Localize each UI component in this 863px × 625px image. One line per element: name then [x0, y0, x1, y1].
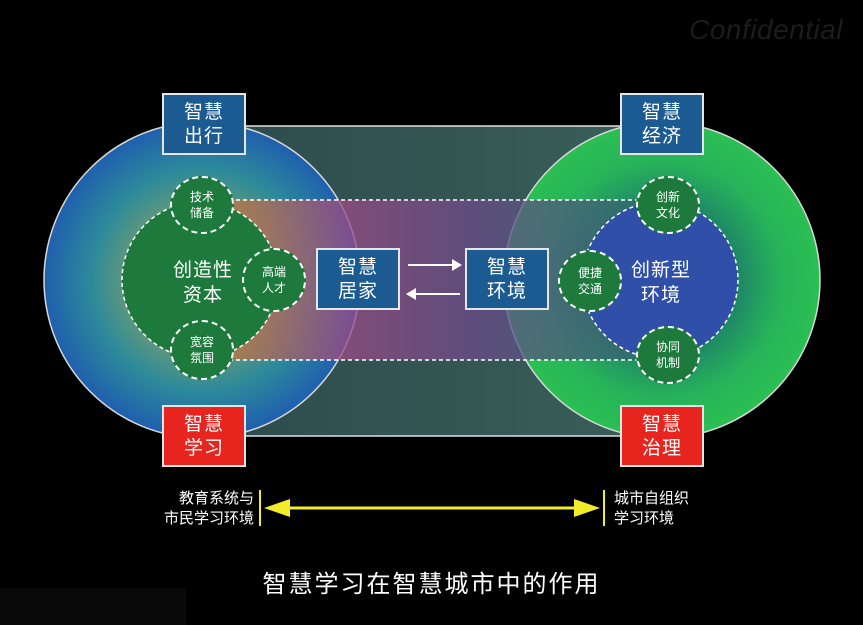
box-smart-learning: 智慧 学习	[162, 405, 246, 467]
node-label: 便捷	[577, 266, 602, 280]
node-label: 储备	[189, 206, 214, 220]
box-smart-home: 智慧 居家	[316, 248, 400, 310]
node-label: 协同	[655, 340, 680, 354]
spectrum-arrow-left-head	[264, 499, 290, 517]
right-core-label: 创新型 环境	[616, 258, 706, 308]
spectrum-label-line: 市民学习环境	[163, 509, 254, 527]
box-label: 智慧	[641, 101, 682, 123]
core-label-line: 创造性	[172, 259, 233, 281]
core-label-line: 创新型	[630, 259, 691, 281]
box-label: 智慧	[641, 413, 682, 435]
node-convenient-transport: 便捷 交通	[558, 250, 622, 312]
node-label: 文化	[655, 206, 680, 220]
box-label: 智慧	[337, 256, 378, 278]
box-smart-environment: 智慧 环境	[465, 248, 549, 310]
arrow-left-head	[406, 288, 416, 300]
spectrum-label-line: 教育系统与	[178, 489, 254, 507]
spectrum-right-label: 城市自组织 学习环境	[614, 488, 744, 528]
node-label: 氛围	[189, 351, 214, 365]
spectrum-left-label: 教育系统与 市民学习环境	[128, 488, 254, 528]
node-collaborative-mechanism: 协同 机制	[636, 326, 700, 384]
arrow-right-head	[452, 259, 462, 271]
node-high-end-talent: 高端 人才	[242, 248, 306, 312]
box-label: 智慧	[486, 256, 527, 278]
box-smart-governance: 智慧 治理	[620, 405, 704, 467]
node-label: 交通	[577, 282, 602, 296]
box-label: 学习	[183, 437, 224, 459]
box-label: 智慧	[183, 413, 224, 435]
node-label: 机制	[655, 356, 680, 370]
node-label: 人才	[261, 281, 286, 295]
core-label-line: 环境	[640, 284, 681, 306]
box-label: 智慧	[183, 101, 224, 123]
node-innovation-culture: 创新 文化	[636, 176, 700, 234]
box-label: 出行	[183, 125, 224, 147]
node-label: 创新	[655, 190, 680, 204]
box-smart-economy: 智慧 经济	[620, 93, 704, 155]
node-label: 宽容	[189, 335, 214, 349]
confidential-watermark: Confidential	[689, 14, 843, 45]
spectrum-arrow-right-head	[574, 499, 600, 517]
box-label: 经济	[641, 125, 682, 147]
spectrum-label-line: 学习环境	[614, 509, 675, 527]
box-label: 环境	[486, 280, 527, 302]
corner-block	[0, 588, 186, 625]
node-label: 技术	[189, 190, 214, 204]
node-label: 高端	[261, 265, 286, 279]
diagram-caption: 智慧学习在智慧城市中的作用	[262, 570, 601, 598]
box-label: 治理	[641, 437, 682, 459]
box-smart-mobility: 智慧 出行	[162, 93, 246, 155]
left-core-label: 创造性 资本	[158, 258, 248, 308]
node-tech-reserve: 技术 储备	[170, 176, 234, 234]
box-label: 居家	[337, 280, 378, 302]
spectrum-label-line: 城市自组织	[614, 489, 690, 507]
core-label-line: 资本	[182, 284, 223, 306]
node-tolerant-atmosphere: 宽容 氛围	[170, 320, 234, 380]
